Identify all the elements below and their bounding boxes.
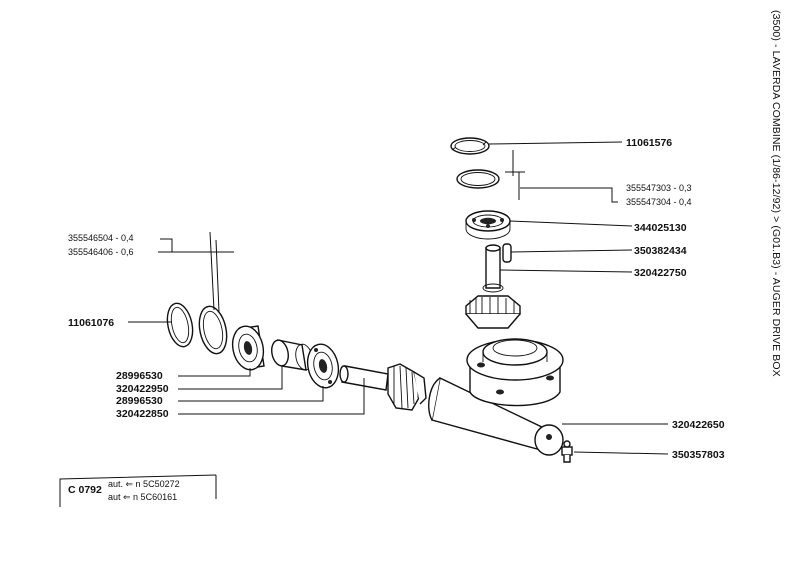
circlip-upper (450, 137, 490, 155)
gearbox-housing (428, 338, 564, 456)
label-11061076: 11061076 (68, 317, 114, 329)
bearing-left-1 (231, 325, 265, 371)
label-355547304: 355547304 - 0,4 (626, 197, 692, 207)
page-title: (3500) - LAVERDA COMBINE (1/86-12/92) > … (770, 10, 782, 377)
spacer-sleeve (271, 339, 313, 371)
label-320422950: 320422950 (116, 383, 169, 395)
label-320422750: 320422750 (634, 267, 687, 279)
label-355546504: 355546504 - 0,4 (68, 233, 134, 243)
leader-lines (128, 141, 669, 455)
label-28996530-second: 28996530 (116, 395, 163, 407)
legend-box: C 0792 aut. ⇐ n 5C50272 aut ⇐ n 5C60161 (59, 474, 217, 507)
circlip-left (166, 302, 194, 348)
pinion-shaft-horizontal (339, 363, 427, 411)
pinion-shaft-vertical (465, 244, 521, 329)
shim-ring-left (198, 305, 228, 355)
label-355546406: 355546406 - 0,6 (68, 247, 134, 257)
label-11061576: 11061576 (626, 137, 672, 149)
exploded-parts-diagram: 11061576 355547303 - 0,3 355547304 - 0,4… (59, 137, 725, 507)
label-344025130: 344025130 (634, 222, 687, 234)
label-28996530-first: 28996530 (116, 370, 163, 382)
legend-line-2: aut ⇐ n 5C60161 (108, 492, 177, 502)
legend-code: C 0792 (68, 484, 102, 496)
label-320422650: 320422650 (672, 419, 725, 431)
label-350357803: 350357803 (672, 449, 725, 461)
bearing-upper (465, 210, 511, 240)
label-355547303: 355547303 - 0,3 (626, 183, 692, 193)
label-350382434: 350382434 (634, 245, 687, 257)
label-320422850: 320422850 (116, 408, 169, 420)
shim-ring-upper (456, 169, 500, 189)
key (502, 243, 512, 263)
grease-nipple (561, 440, 573, 463)
bearing-left-2 (306, 343, 340, 389)
legend-line-1: aut. ⇐ n 5C50272 (108, 479, 180, 489)
